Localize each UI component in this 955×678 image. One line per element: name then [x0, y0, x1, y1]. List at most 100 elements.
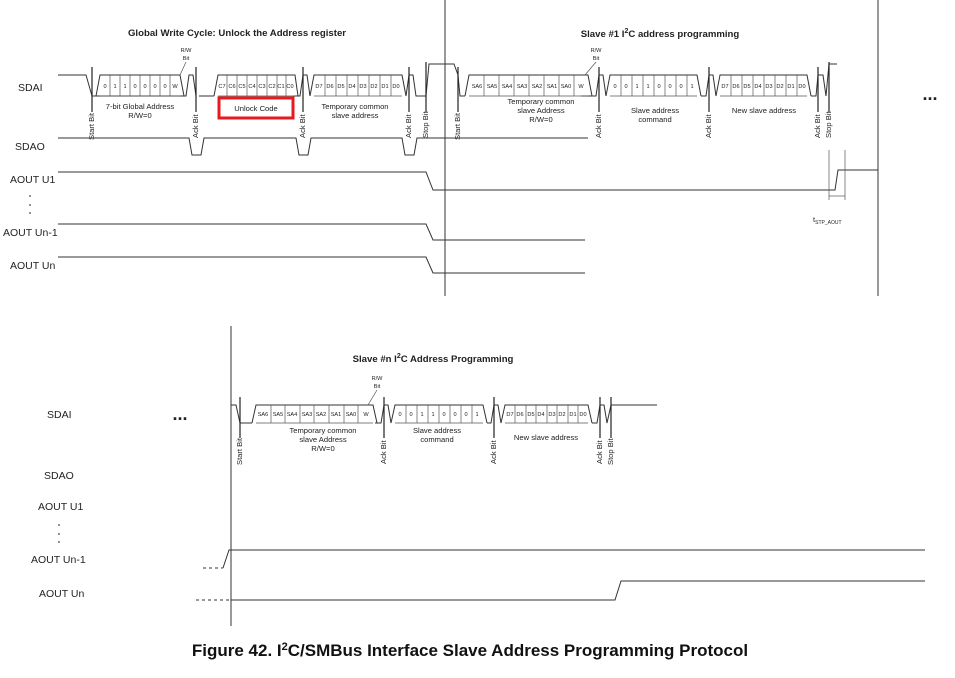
svg-text:0: 0 [398, 412, 401, 418]
svg-text:Start Bit: Start Bit [235, 437, 244, 465]
svg-text:C2: C2 [268, 84, 275, 90]
aout-un-1-waveform [58, 223, 585, 241]
svg-text:Start Bit: Start Bit [453, 112, 462, 140]
svg-text:command: command [638, 115, 671, 124]
svg-text:D0: D0 [579, 412, 586, 418]
svg-text:C4: C4 [248, 84, 255, 90]
bottom-leading-ellipsis: ... [172, 404, 187, 424]
svg-text:C6: C6 [228, 84, 235, 90]
svg-text:D5: D5 [527, 412, 534, 418]
bottom-panel: Slave #n I2C Address Programming SDAI SD… [31, 326, 925, 626]
svg-text:D7: D7 [506, 412, 513, 418]
title-global-write: Global Write Cycle: Unlock the Address r… [128, 28, 346, 39]
svg-text:D2: D2 [558, 412, 565, 418]
svg-text:D3: D3 [548, 412, 555, 418]
svg-text:1: 1 [113, 84, 116, 90]
svg-text:Temporary common: Temporary common [321, 102, 388, 111]
svg-text:0: 0 [453, 412, 456, 418]
svg-text:0: 0 [464, 412, 467, 418]
svg-text:D0: D0 [798, 84, 805, 90]
svg-text:D5: D5 [743, 84, 750, 90]
svg-text:C0: C0 [286, 84, 293, 90]
svg-text:SA0: SA0 [561, 84, 572, 90]
svg-text:R/W=0: R/W=0 [311, 444, 334, 453]
svg-text:Stop Bit: Stop Bit [606, 438, 615, 465]
svg-text:D2: D2 [370, 84, 377, 90]
svg-text:0: 0 [679, 84, 682, 90]
svg-text:SA6: SA6 [258, 412, 269, 418]
svg-text:SA4: SA4 [287, 412, 298, 418]
svg-text:Ack Bit: Ack Bit [404, 113, 413, 138]
svg-text:SA0: SA0 [346, 412, 357, 418]
svg-text:SA3: SA3 [517, 84, 528, 90]
svg-text:C3: C3 [258, 84, 265, 90]
svg-text:1: 1 [646, 84, 649, 90]
svg-text:Stop Bit: Stop Bit [421, 111, 430, 138]
aout-un-1-waveform-bottom [203, 549, 925, 569]
svg-text:D1: D1 [787, 84, 794, 90]
svg-text:SA2: SA2 [316, 412, 327, 418]
svg-text:Ack Bit: Ack Bit [191, 113, 200, 138]
sdao-waveform [58, 137, 588, 156]
signal-label-aout-un-1-bottom: AOUT Un-1 [31, 554, 86, 566]
svg-text:D4: D4 [537, 412, 544, 418]
top-panel: Global Write Cycle: Unlock the Address r… [3, 0, 938, 296]
svg-text:0: 0 [103, 84, 106, 90]
aout-u1-waveform [58, 169, 878, 191]
svg-text:D7: D7 [721, 84, 728, 90]
svg-text:D5: D5 [337, 84, 344, 90]
signal-label-aout-un: AOUT Un [10, 260, 55, 272]
svg-text:Ack Bit: Ack Bit [379, 439, 388, 464]
svg-text:Slave address: Slave address [631, 106, 679, 115]
svg-text:slave Address: slave Address [299, 435, 346, 444]
svg-text:D7: D7 [315, 84, 322, 90]
svg-text:0: 0 [668, 84, 671, 90]
svg-text:0: 0 [163, 84, 166, 90]
svg-text:D0: D0 [392, 84, 399, 90]
svg-text:0: 0 [143, 84, 146, 90]
svg-text:0: 0 [624, 84, 627, 90]
svg-text:D6: D6 [516, 412, 523, 418]
svg-text:0: 0 [613, 84, 616, 90]
title-slaven-programming: Slave #n I2C Address Programming [353, 353, 514, 365]
svg-text:Bit: Bit [183, 56, 190, 62]
svg-text:Stop Bit: Stop Bit [824, 111, 833, 138]
svg-text:W: W [363, 412, 369, 418]
svg-text:0: 0 [409, 412, 412, 418]
aout-un-waveform [58, 256, 585, 274]
svg-text:New slave address: New slave address [732, 106, 796, 115]
svg-text:R/W=0: R/W=0 [529, 115, 552, 124]
svg-text:D1: D1 [381, 84, 388, 90]
signal-label-aout-un-bottom: AOUT Un [39, 588, 84, 600]
svg-text:C7: C7 [218, 84, 225, 90]
svg-text:Temporary common: Temporary common [289, 426, 356, 435]
byte-slave1-address: SA6 SA5 SA4 SA3 SA2 SA1 SA0 W Temporary … [464, 48, 602, 124]
svg-text:SA5: SA5 [487, 84, 498, 90]
byte-temporary-address: D7 D6 D5 D4 D3 D2 D1 D0 Temporary common… [309, 74, 407, 120]
svg-text:Ack Bit: Ack Bit [704, 113, 713, 138]
bit-markers-bottom: Start Bit Ack Bit Ack Bit Ack Bit Stop B… [235, 397, 615, 465]
svg-text:SA1: SA1 [547, 84, 558, 90]
byte-slaven-new-address: D7 D6 D5 D4 D3 D2 D1 D0 New slave addres… [500, 404, 593, 442]
svg-text:Ack Bit: Ack Bit [594, 113, 603, 138]
vertical-dots-bottom [58, 524, 60, 543]
svg-text:slave Address: slave Address [517, 106, 564, 115]
unlock-code-highlight [217, 96, 295, 120]
svg-text:R/W: R/W [181, 48, 193, 54]
svg-text:D4: D4 [754, 84, 761, 90]
svg-text:SA3: SA3 [302, 412, 313, 418]
svg-text:W: W [578, 84, 584, 90]
svg-text:Ack Bit: Ack Bit [489, 439, 498, 464]
svg-text:1: 1 [635, 84, 638, 90]
svg-text:R/W=0: R/W=0 [128, 111, 151, 120]
byte-slaven-command: 0 0 1 1 0 0 0 1 Slave address command [390, 404, 488, 444]
tstp-aout-label: tSTP_AOUT [813, 215, 842, 226]
svg-text:slave address: slave address [332, 111, 379, 120]
svg-text:D6: D6 [326, 84, 333, 90]
svg-text:C1: C1 [277, 84, 284, 90]
svg-text:W: W [172, 84, 178, 90]
svg-text:New slave address: New slave address [514, 433, 578, 442]
signal-label-aout-u1: AOUT U1 [10, 174, 55, 186]
byte-slave-address-command: 0 0 1 1 0 0 0 1 Slave address command [605, 74, 702, 124]
svg-text:1: 1 [420, 412, 423, 418]
